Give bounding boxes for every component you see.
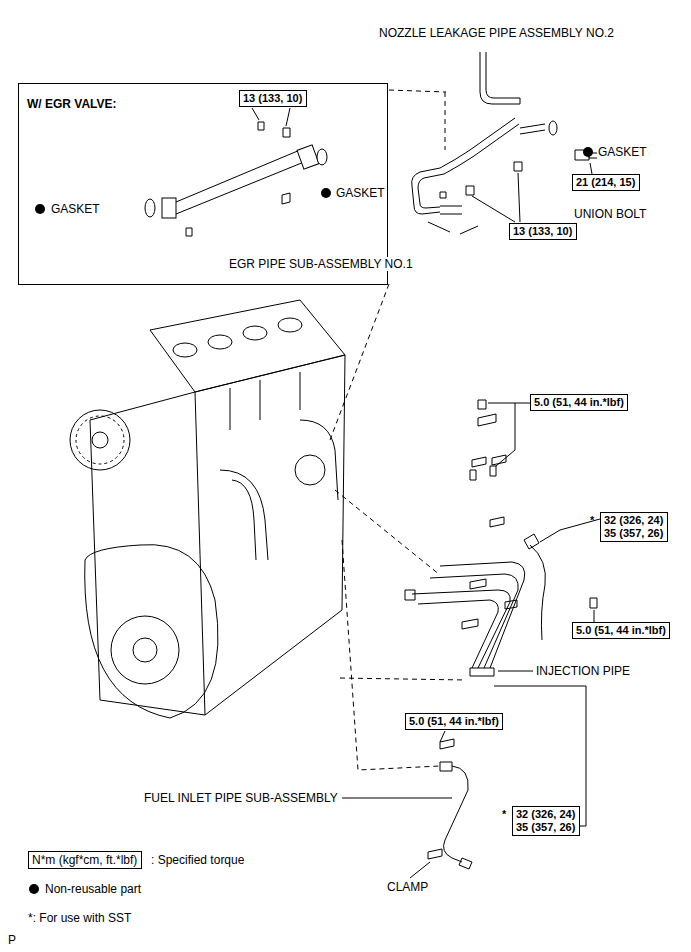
torque-box: 21 (214, 15) (572, 174, 640, 191)
variant-panel: W/ EGR VALVE:13 (133, 10) (18, 83, 388, 285)
part-name: FUEL INLET PIPE SUB-ASSEMBLY (143, 791, 339, 805)
part-name: UNION BOLT (573, 207, 647, 221)
part-name: GASKET (50, 202, 101, 216)
note-text: *: For use with SST (27, 911, 132, 925)
part-name: EGR PIPE SUB-ASSEMBLY NO.1 (228, 257, 414, 271)
sst-mark: * (590, 514, 594, 527)
sst-mark: * (502, 808, 506, 821)
torque-box: 5.0 (51, 44 in.*lbf) (572, 622, 670, 639)
panel-heading: W/ EGR VALVE: (27, 97, 387, 111)
part-name: NOZZLE LEAKAGE PIPE ASSEMBLY NO.2 (378, 26, 615, 40)
torque-box: 13 (133, 10) (239, 90, 307, 107)
torque-value: N*m (kgf*cm, ft.*lbf) (32, 853, 138, 867)
part-name: INJECTION PIPE (535, 664, 631, 678)
part-name: GASKET (597, 145, 648, 159)
torque-box: *32 (326, 24)35 (357, 26) (512, 806, 580, 836)
torque-value: 21 (214, 15) (576, 176, 636, 189)
torque-box: 13 (133, 10) (509, 223, 577, 240)
torque-box: 5.0 (51, 44 in.*lbf) (530, 394, 628, 411)
part-name: GASKET (335, 186, 386, 200)
legend-torque-box: N*m (kgf*cm, ft.*lbf) (28, 851, 142, 869)
torque-value: 13 (133, 10) (243, 92, 303, 105)
page-mark: P (7, 933, 17, 947)
torque-value: 35 (357, 26) (516, 821, 576, 834)
legend-text: Non-reusable part (44, 882, 142, 896)
torque-value: 13 (133, 10) (513, 225, 573, 238)
torque-value: 5.0 (51, 44 in.*lbf) (534, 396, 624, 409)
torque-value: 32 (326, 24) (604, 514, 664, 527)
torque-value: 35 (357, 26) (604, 527, 664, 540)
torque-box: *32 (326, 24)35 (357, 26) (600, 512, 668, 542)
torque-box: 5.0 (51, 44 in.*lbf) (405, 713, 503, 730)
part-name: CLAMP (386, 880, 429, 894)
torque-value: 5.0 (51, 44 in.*lbf) (409, 715, 499, 728)
legend-text: : Specified torque (150, 853, 245, 867)
torque-value: 5.0 (51, 44 in.*lbf) (576, 624, 666, 637)
torque-value: 32 (326, 24) (516, 808, 576, 821)
